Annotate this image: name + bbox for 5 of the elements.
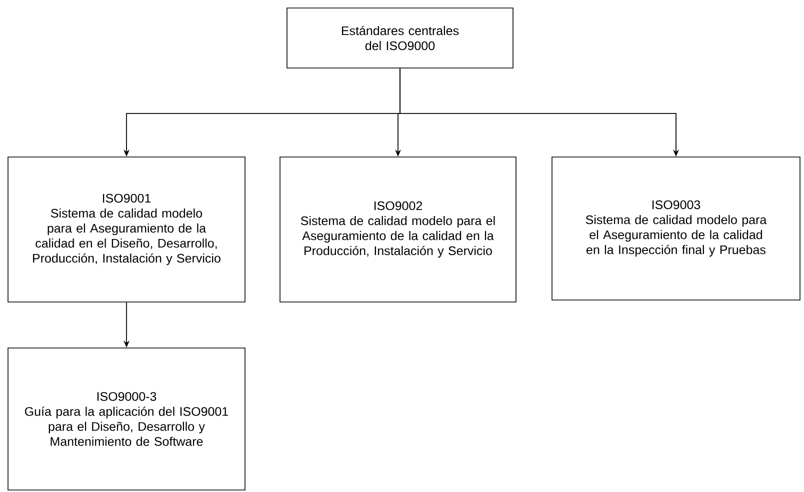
standard-box: ISO9000-3 Guía para la aplicación del ISO9001 para el Diseño, Desarrollo y Mantenimiento de Software [8, 348, 246, 490]
standard-box: ISO9001 Sistema de calidad modelo para el Aseguramiento de la calidad en el Diseño, Desarrollo, Producción, Instalación y Servicio [8, 156, 246, 302]
standard-box: ISO9002 Sistema de calidad modelo para el Aseguramiento de la calidad en la Producción, Instalación y Servicio [280, 156, 516, 302]
standard-box: Estándares centrales del ISO9000 [286, 8, 514, 68]
standard-box: ISO9003 Sistema de calidad modelo para el Aseguramiento de la calidad en la Inspección final y Pruebas [552, 156, 800, 300]
